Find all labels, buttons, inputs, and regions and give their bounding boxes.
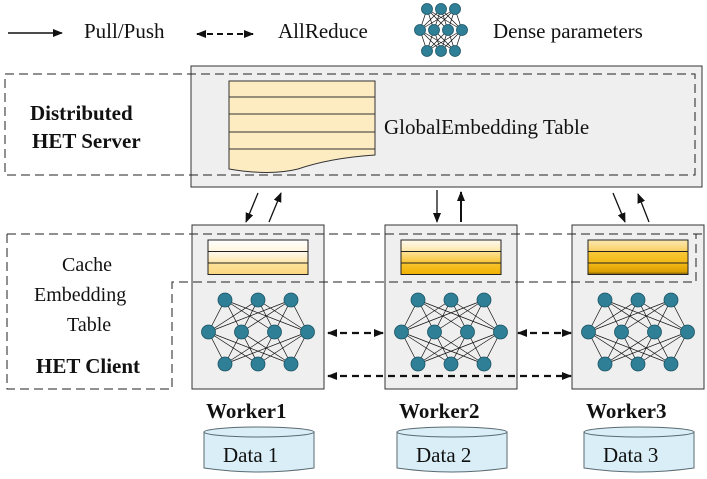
worker-label: Worker1	[206, 399, 286, 423]
neuron-node	[250, 292, 266, 308]
het-server: GlobalEmbedding Table Distributed HET Se…	[4, 65, 703, 188]
data-disk-icon	[396, 426, 508, 473]
allreduce-arrows	[327, 329, 572, 380]
neuron-node	[460, 324, 475, 340]
legend-allreduce-label: AllReduce	[278, 19, 368, 43]
dense-network-icon	[201, 292, 315, 372]
dense-parameters-network-icon	[414, 3, 468, 57]
global-embedding-table-label: GlobalEmbedding Table	[384, 115, 589, 139]
neuron-node	[680, 324, 695, 340]
neuron-node	[443, 356, 459, 372]
het-client-label: HET Client	[36, 354, 140, 378]
neuron-node	[435, 45, 447, 57]
data-label: Data 3	[603, 443, 658, 467]
neuron-node	[581, 324, 596, 340]
neuron-node	[663, 292, 679, 308]
neuron-node	[217, 356, 233, 372]
cache-embedding-table-icon	[587, 239, 689, 275]
cache-embedding-table-icon	[207, 239, 309, 275]
global-embedding-table-icon	[228, 80, 376, 173]
cache-label-line1: Cache	[62, 254, 112, 276]
dense-network-icon	[394, 292, 508, 372]
neuron-node	[267, 324, 282, 340]
neuron-node	[217, 292, 233, 308]
neuron-node	[630, 356, 646, 372]
neuron-node	[435, 3, 447, 15]
neuron-node	[663, 356, 679, 372]
neuron-node	[630, 292, 646, 308]
neuron-node	[250, 356, 266, 372]
neuron-node	[597, 356, 613, 372]
neuron-node	[476, 356, 492, 372]
neuron-node	[414, 24, 426, 36]
data-label: Data 2	[416, 443, 471, 467]
cache-label-line3: Table	[67, 314, 111, 336]
legend-pull-push-label: Pull/Push	[84, 19, 165, 43]
neuron-node	[442, 24, 454, 36]
neuron-node	[410, 356, 426, 372]
worker-label: Worker3	[586, 399, 666, 423]
data-disk-icon	[583, 426, 695, 473]
server-dashed-boundary	[4, 73, 696, 176]
het-client: Cache Embedding Table HET Client	[6, 233, 707, 390]
legend-dense-parameters-label: Dense parameters	[493, 19, 643, 43]
neuron-node	[421, 3, 433, 15]
cache-embedding-table-icon	[400, 239, 502, 275]
neuron-node	[283, 292, 299, 308]
neuron-node	[647, 324, 662, 340]
dense-network-icon	[581, 292, 695, 372]
neuron-node	[493, 324, 508, 340]
neuron-node	[476, 292, 492, 308]
worker-label: Worker2	[399, 399, 479, 423]
server-label-line1: Distributed	[30, 101, 133, 125]
neuron-node	[456, 24, 468, 36]
neuron-node	[394, 324, 409, 340]
neuron-node	[283, 356, 299, 372]
neuron-node	[410, 292, 426, 308]
neuron-node	[234, 324, 249, 340]
server-label-line2: HET Server	[32, 129, 141, 153]
cache-label-line2: Embedding	[34, 284, 126, 306]
neuron-node	[597, 292, 613, 308]
neuron-node	[428, 24, 440, 36]
neuron-node	[300, 324, 315, 340]
data-label: Data 1	[223, 443, 278, 467]
legend: Pull/Push AllReduce Dense parameters	[8, 3, 643, 57]
neuron-node	[427, 324, 442, 340]
neuron-node	[443, 292, 459, 308]
pull-push-arrows	[245, 190, 650, 223]
neuron-node	[614, 324, 629, 340]
neuron-node	[449, 3, 461, 15]
neuron-node	[421, 45, 433, 57]
neuron-node	[449, 45, 461, 57]
data-disk-icon	[203, 426, 315, 473]
neuron-node	[201, 324, 216, 340]
